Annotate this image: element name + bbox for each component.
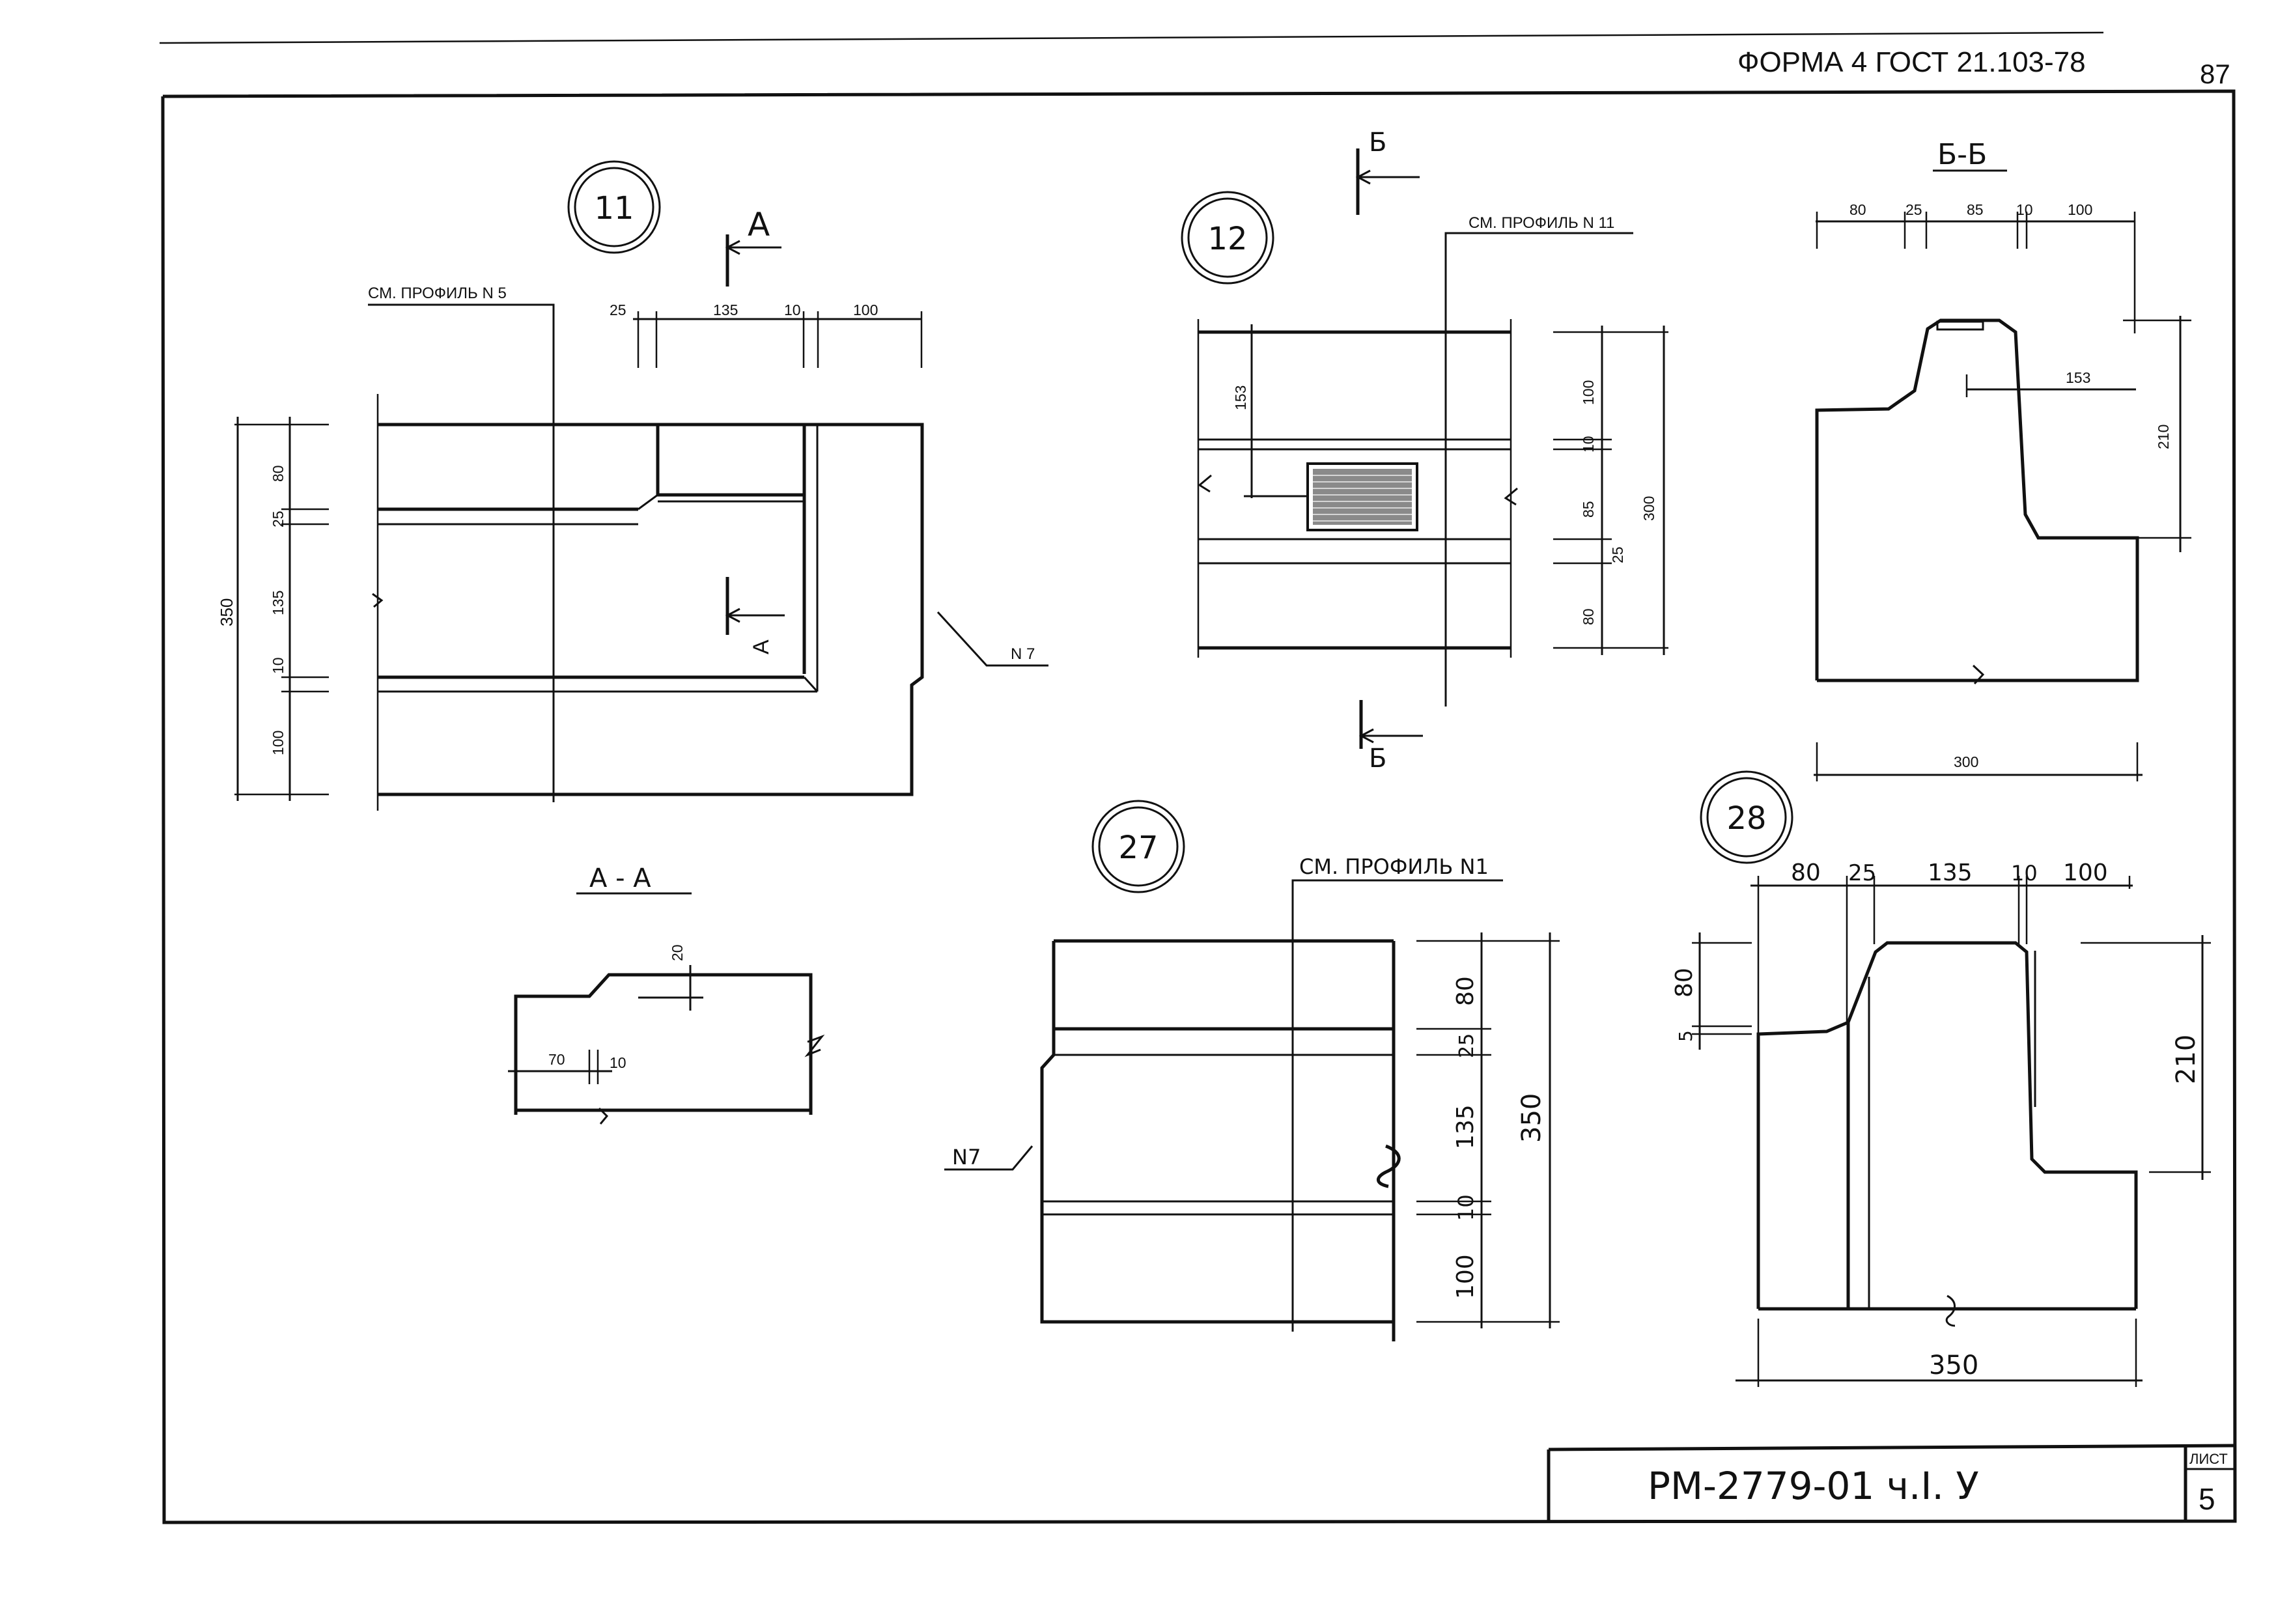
aa-dim-10: 10 <box>610 1054 626 1071</box>
page-number: 87 <box>2200 59 2230 89</box>
d11-dim-10: 10 <box>784 301 801 318</box>
section-b-b: Б-Б 80 25 85 10 100 153 210 300 <box>1814 138 2191 781</box>
d28-dim-10: 10 <box>2011 861 2038 886</box>
section-a-a-title: А - А <box>589 863 651 893</box>
d28-height-210: 210 <box>2171 1035 2201 1084</box>
section-a-a: А - А 20 70 10 <box>508 863 825 1125</box>
d28-top-dimensions: 80 25 135 10 100 <box>1750 860 2133 1035</box>
detail-12: 12 Б Б СМ. ПРОФИЛЬ N 11 153 <box>1181 128 1668 774</box>
bb-top-dimensions: 80 25 85 10 100 <box>1816 201 2136 333</box>
d12-right-10: 10 <box>1580 436 1597 453</box>
d27-right-135: 135 <box>1452 1104 1479 1149</box>
section-b-b-title: Б-Б <box>1937 138 1987 171</box>
d11-dim-25: 25 <box>610 301 626 318</box>
d11-leader-label: N 7 <box>1011 645 1035 663</box>
d12-right-100: 100 <box>1580 380 1597 405</box>
detail-11: 11 СМ. ПРОФИЛЬ N 5 А А N 7 <box>217 160 1048 811</box>
d28-left-80: 80 <box>1671 968 1698 998</box>
d12-total-300: 300 <box>1640 496 1657 521</box>
d27-right-10: 10 <box>1454 1194 1478 1221</box>
d12-section-mark-top: Б <box>1369 128 1386 158</box>
d11-reference: СМ. ПРОФИЛЬ N 5 <box>368 285 507 302</box>
document-code: РМ-2779-01 ч.I. У <box>1648 1464 1979 1508</box>
d12-section-mark-bottom: Б <box>1369 744 1386 774</box>
d12-right-85: 85 <box>1580 501 1597 518</box>
bb-dim-10: 10 <box>2016 201 2033 218</box>
d12-right-25: 25 <box>1609 546 1626 563</box>
d12-reference: СМ. ПРОФИЛЬ N 11 <box>1469 214 1614 232</box>
d12-right-80: 80 <box>1580 608 1597 625</box>
d11-dim-100: 100 <box>853 301 878 318</box>
d28-dim-135: 135 <box>1928 860 1973 886</box>
d11-left-80: 80 <box>270 465 287 482</box>
sheet-label: ЛИСТ <box>2189 1451 2228 1467</box>
bb-dim-25: 25 <box>1905 201 1922 218</box>
detail-12-number: 12 <box>1207 221 1247 257</box>
d11-section-mark-top: А <box>748 206 770 244</box>
d11-left-10: 10 <box>270 657 287 674</box>
d27-right-100: 100 <box>1452 1254 1479 1299</box>
title-block: РМ-2779-01 ч.I. У ЛИСТ 5 <box>1547 1444 2234 1521</box>
detail-28-number: 28 <box>1726 800 1766 837</box>
d11-left-100: 100 <box>270 731 287 755</box>
d27-right-dimensions: 80 25 135 10 100 350 <box>1416 932 1560 1328</box>
d11-dim-135: 135 <box>713 301 738 318</box>
d27-right-25: 25 <box>1455 1033 1478 1058</box>
detail-27: 27 СМ. ПРОФИЛЬ N1 N7 80 25 135 10 100 35… <box>944 800 1560 1341</box>
d28-dim-25: 25 <box>1848 860 1876 886</box>
form-label: ФОРМА 4 ГОСТ 21.103-78 <box>1737 46 2086 78</box>
d28-dim-80: 80 <box>1791 860 1821 886</box>
bb-dim-80: 80 <box>1849 201 1866 218</box>
d27-right-80: 80 <box>1452 976 1479 1006</box>
d12-right-dimensions: 100 10 85 25 80 300 <box>1553 326 1668 655</box>
d27-total-350: 350 <box>1517 1093 1547 1143</box>
bb-inner-153: 153 <box>2066 369 2090 386</box>
detail-11-number: 11 <box>594 190 634 227</box>
sheet-header: ФОРМА 4 ГОСТ 21.103-78 87 <box>159 31 2230 89</box>
d11-top-dimensions: 25 135 10 100 <box>610 301 923 368</box>
bb-height-210: 210 <box>2155 425 2172 449</box>
bb-dim-100: 100 <box>2068 201 2092 218</box>
d27-leader-label: N7 <box>952 1145 981 1169</box>
sheet-number: 5 <box>2199 1482 2215 1516</box>
sheet-frame <box>161 89 2237 1524</box>
d11-left-dimensions: 80 25 135 10 100 350 <box>217 417 329 801</box>
d12-width-153: 153 <box>1232 385 1249 410</box>
detail-27-number: 27 <box>1118 830 1158 866</box>
d28-bottom-350: 350 <box>1929 1351 1978 1380</box>
aa-dim-70: 70 <box>548 1051 565 1068</box>
d12-hatched-pocket <box>1313 469 1412 525</box>
d28-left-5: 5 <box>1675 1030 1696 1042</box>
d11-left-25: 25 <box>270 511 287 527</box>
d11-left-135: 135 <box>270 591 287 615</box>
detail-28: 28 80 25 135 10 100 80 5 <box>1671 770 2211 1387</box>
d28-left-dimensions: 80 5 <box>1671 932 1752 1050</box>
d27-reference: СМ. ПРОФИЛЬ N1 <box>1299 854 1489 879</box>
bb-bottom-300: 300 <box>1954 753 1978 770</box>
d11-section-mark-bottom: А <box>749 639 774 654</box>
d11-total-350: 350 <box>217 598 236 626</box>
aa-dim-20: 20 <box>669 944 686 961</box>
d28-dim-100: 100 <box>2063 860 2108 886</box>
bb-dim-85: 85 <box>1967 201 1984 218</box>
